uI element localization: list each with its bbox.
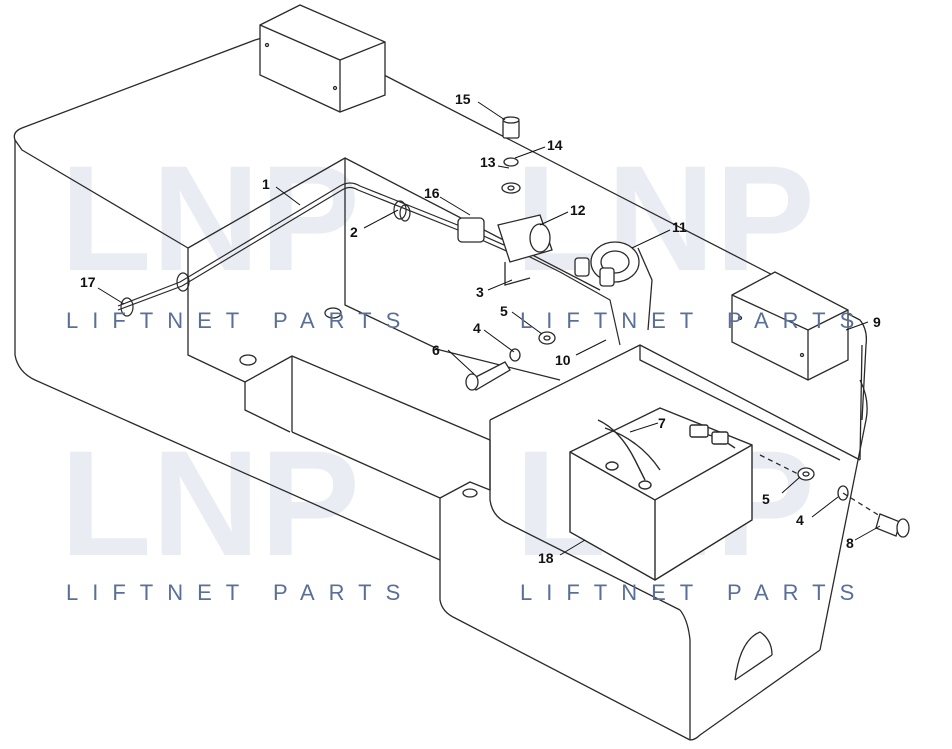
watermark-logo: LNP bbox=[515, 134, 815, 302]
watermark-caption: LIFTNET PARTS bbox=[66, 580, 414, 605]
top-cover-box bbox=[259, 4, 386, 113]
watermark-logo: LNP bbox=[60, 134, 360, 302]
item-12-solenoid bbox=[457, 214, 553, 286]
callout-12: 12 bbox=[570, 202, 586, 218]
item-1-cable bbox=[117, 182, 621, 346]
watermark-caption: LIFTNET PARTS bbox=[520, 580, 868, 605]
watermark-logo: LNP bbox=[60, 419, 360, 587]
callout-17: 17 bbox=[80, 274, 96, 290]
callout-18: 18 bbox=[538, 550, 554, 566]
callout-11: 11 bbox=[672, 219, 687, 235]
callout-2: 2 bbox=[350, 224, 358, 240]
leader-lines bbox=[97, 101, 881, 556]
item-9-cover-box bbox=[731, 271, 849, 381]
callout-7: 7 bbox=[658, 415, 666, 431]
callout-9: 9 bbox=[873, 314, 881, 330]
callout-15: 15 bbox=[455, 91, 471, 107]
callout-14: 14 bbox=[547, 137, 563, 153]
callout-1: 1 bbox=[262, 176, 270, 192]
callout-5: 5 bbox=[500, 303, 508, 319]
callout-6: 6 bbox=[432, 342, 440, 358]
callout-13: 13 bbox=[480, 154, 496, 170]
callout-numbers: 1 2 3 4 5 6 7 8 9 10 11 12 13 14 15 16 1… bbox=[80, 91, 881, 566]
right-fasteners bbox=[759, 454, 910, 538]
watermark-caption: LIFTNET PARTS bbox=[520, 308, 868, 333]
callout-5-right: 5 bbox=[762, 491, 770, 507]
callout-10: 10 bbox=[555, 352, 571, 368]
callout-4-right: 4 bbox=[796, 512, 804, 528]
item-18-battery bbox=[569, 407, 753, 581]
watermark-caption: LIFTNET PARTS bbox=[66, 308, 414, 333]
left-fasteners bbox=[465, 331, 556, 391]
callout-8: 8 bbox=[846, 535, 854, 551]
item-11-horn bbox=[574, 241, 653, 331]
hardware-stack bbox=[501, 116, 521, 194]
callout-4: 4 bbox=[473, 320, 481, 336]
callout-16: 16 bbox=[424, 185, 440, 201]
watermark-captions: LIFTNET PARTS LIFTNET PARTS LIFTNET PART… bbox=[66, 308, 868, 605]
callout-3: 3 bbox=[476, 284, 484, 300]
